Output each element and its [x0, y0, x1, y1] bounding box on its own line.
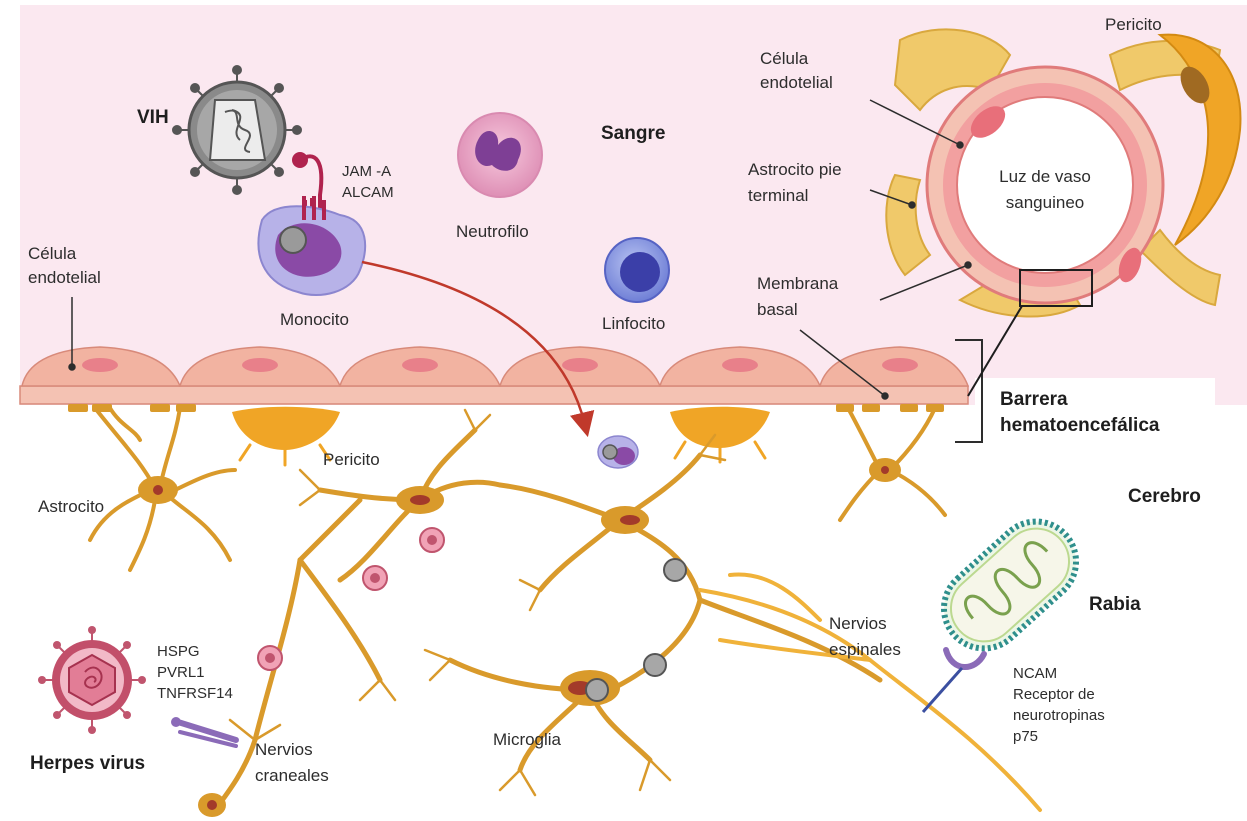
hiv-receptor-alcam: ALCAM	[342, 183, 394, 203]
hiv-virions-on-microglia	[586, 559, 686, 701]
endothelial-label-line1: Célula	[28, 242, 76, 265]
herpes-receptor-tnfrsf14: TNFRSF14	[157, 684, 233, 704]
herpes-label: Herpes virus	[30, 752, 145, 775]
rabies-receptor-line2: Receptor de	[1013, 685, 1095, 705]
herpes-virion	[38, 626, 146, 734]
lymphocyte-cell	[605, 238, 669, 302]
neutrophil-cell	[458, 113, 542, 197]
herpes-receptor-pvrl1: PVRL1	[157, 663, 205, 683]
sangre-label: Sangre	[601, 122, 665, 145]
herpes-receptor	[171, 717, 236, 746]
hiv-receptor-jam: JAM -A	[342, 162, 391, 182]
cerebro-label: Cerebro	[1128, 485, 1201, 508]
vessel-lumen-line2: sanguineo	[990, 191, 1100, 214]
basal-membrane-line2: basal	[757, 298, 798, 321]
spinal-nerves-line2: espinales	[829, 638, 901, 661]
cranial-nerves-line2: craneales	[255, 764, 329, 787]
astrocyte-nucleus	[153, 485, 163, 495]
rabies-label: Rabia	[1089, 593, 1141, 616]
endothelial-label-line2: endotelial	[28, 266, 101, 289]
vessel-lumen-line1: Luz de vaso	[990, 165, 1100, 188]
pericyte-label: Pericito	[323, 448, 380, 471]
neutrophil-label: Neutrofilo	[456, 220, 529, 243]
vessel-astrocyte-line2: terminal	[748, 184, 808, 207]
herpes-virions-on-neurons	[258, 528, 444, 670]
cranial-nerves-line1: Nervios	[255, 738, 313, 761]
rabies-receptor	[923, 650, 984, 712]
vessel-endothelial-line1: Célula	[760, 47, 808, 70]
microglia-label: Microglia	[493, 728, 561, 751]
microglia-network	[215, 430, 880, 810]
herpes-receptor-hspg: HSPG	[157, 642, 200, 662]
hiv-label: VIH	[137, 106, 169, 129]
bbb-label-line2: hematoencefálica	[1000, 414, 1159, 437]
spinal-nerves-line1: Nervios	[829, 612, 887, 635]
rabies-receptor-ncam: NCAM	[1013, 664, 1057, 684]
bbb-label-line1: Barrera	[1000, 388, 1068, 411]
pericyte-brain	[232, 407, 770, 465]
rabies-receptor-line4: p75	[1013, 727, 1038, 747]
lymphocyte-label: Linfocito	[602, 312, 665, 335]
basal-membrane-line1: Membrana	[757, 272, 838, 295]
astrocyte-label: Astrocito	[38, 495, 104, 518]
vessel-astrocyte-line1: Astrocito pie	[748, 158, 842, 181]
monocyte-label: Monocito	[280, 308, 349, 331]
vessel-pericyte-label: Pericito	[1105, 13, 1162, 36]
vessel-endothelial-line2: endotelial	[760, 71, 833, 94]
rabies-virion	[927, 505, 1092, 665]
rabies-receptor-line3: neurotropinas	[1013, 706, 1105, 726]
migrated-monocyte	[598, 436, 638, 468]
astrocyte-endfeet	[68, 404, 196, 412]
